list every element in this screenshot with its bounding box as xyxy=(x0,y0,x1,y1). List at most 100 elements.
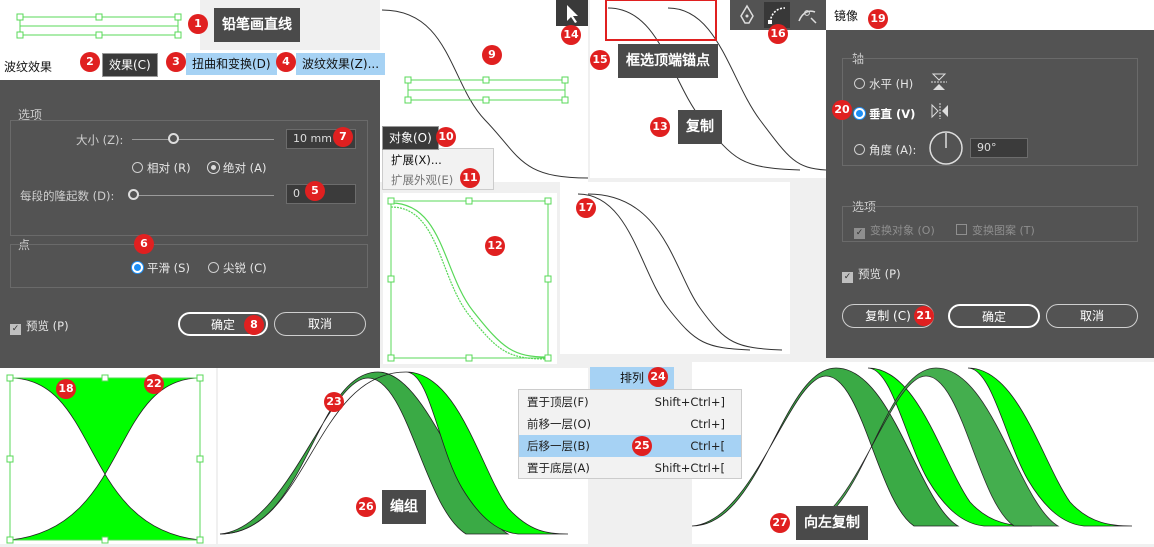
menu-item-expand[interactable]: 扩展(X)... xyxy=(391,153,442,167)
step-badge-9: 9 xyxy=(482,45,502,65)
ok-button[interactable]: 确定 xyxy=(178,312,268,336)
radio-icon xyxy=(132,162,143,173)
arrow-icon xyxy=(567,5,578,23)
anchor-icon xyxy=(798,10,817,24)
step-badge-12: 12 xyxy=(485,236,505,256)
step-badge-19: 19 xyxy=(868,9,888,29)
preview-label: 预览 (P) xyxy=(26,319,69,333)
curvature-icon xyxy=(768,7,786,24)
radio-icon xyxy=(854,144,865,155)
menu-item-bring-forward[interactable]: 前移一层(O)Ctrl+] xyxy=(519,413,741,435)
reflect-dialog-title: 镜像 xyxy=(834,9,859,23)
axis-header: 轴 xyxy=(852,52,865,66)
hump-art xyxy=(219,371,569,535)
callout-copy-left: 向左复制 xyxy=(796,506,868,540)
check-icon: ✓ xyxy=(854,228,865,239)
radio-selected-icon xyxy=(854,108,865,119)
step-badge-22: 22 xyxy=(144,374,164,394)
corner-label: 尖锐 (C) xyxy=(223,261,267,275)
menu-item-expand-appearance[interactable]: 扩展外观(E) xyxy=(391,173,454,187)
check-icon: ✓ xyxy=(10,324,21,335)
menu-distort-transform[interactable]: 扭曲和变换(D) xyxy=(186,53,277,75)
reflect-options-group xyxy=(842,206,1138,242)
menu-effect[interactable]: 效果(C) xyxy=(102,53,158,77)
anchor-tool[interactable] xyxy=(794,2,820,28)
reflect-horizontal-icon xyxy=(931,73,947,90)
step-badge-23: 23 xyxy=(324,392,344,412)
curvature-tool[interactable] xyxy=(764,2,790,28)
size-slider-track[interactable] xyxy=(132,139,274,140)
step-badge-2: 2 xyxy=(80,52,100,72)
menu-object[interactable]: 对象(O) xyxy=(382,126,439,150)
reflect-preview-label: 预览 (P) xyxy=(858,267,901,281)
menu-item-shortcut: Shift+Ctrl+] xyxy=(654,395,725,409)
step-badge-26: 26 xyxy=(356,497,376,517)
vertical-label: 垂直 (V) xyxy=(869,107,916,121)
absolute-radio[interactable]: 绝对 (A) xyxy=(208,160,267,176)
vertical-radio[interactable]: 垂直 (V) xyxy=(854,106,915,122)
selection-tool[interactable] xyxy=(556,0,588,26)
transform-objects-checkbox[interactable]: ✓变换对象 (O) xyxy=(854,222,935,239)
step-badge-10: 10 xyxy=(436,127,456,147)
menu-item-send-to-back[interactable]: 置于底层(A) Shift+Ctrl+[ xyxy=(519,457,741,479)
ribbon-repeat-art xyxy=(691,367,1133,527)
menu-zigzag[interactable]: 波纹效果(Z)... xyxy=(296,53,386,75)
pen-tool[interactable] xyxy=(734,2,760,28)
wave-preview-art xyxy=(381,9,589,179)
points-group xyxy=(10,244,368,288)
step-badge-13: 13 xyxy=(650,117,670,137)
expanded-path-art xyxy=(387,197,552,362)
menu-item-label: 置于顶层(F) xyxy=(527,395,589,409)
panel-expanded-path xyxy=(383,193,557,364)
menu-item-send-backward[interactable]: 后移一层(B)Ctrl+[ xyxy=(519,435,741,457)
smooth-label: 平滑 (S) xyxy=(147,261,190,275)
ridges-slider-knob[interactable] xyxy=(128,189,139,200)
size-slider-knob[interactable] xyxy=(168,133,179,144)
preview-checkbox[interactable]: ✓ 预览 (P) xyxy=(10,318,69,335)
transform-patterns-label: 变换图案 (T) xyxy=(972,224,1035,237)
zigzag-dialog-title: 波纹效果 xyxy=(4,60,53,74)
step-badge-1: 1 xyxy=(188,14,208,34)
cancel-button[interactable]: 取消 xyxy=(274,312,366,336)
callout-copy: 复制 xyxy=(678,110,722,144)
angle-dial-icon[interactable] xyxy=(928,130,964,166)
step-badge-20: 20 xyxy=(832,100,852,120)
corner-radio[interactable]: 尖锐 (C) xyxy=(208,260,267,276)
menu-item-bring-to-front[interactable]: 置于顶层(F) Shift+Ctrl+] xyxy=(519,391,741,413)
callout-select-top-anchor: 框选顶端锚点 xyxy=(618,44,718,78)
size-label: 大小 (Z): xyxy=(76,133,124,147)
transform-patterns-checkbox[interactable]: 变换图案 (T) xyxy=(956,222,1035,238)
angle-label: 角度 (A): xyxy=(869,143,917,157)
panel-two-curves xyxy=(560,182,790,354)
relative-radio[interactable]: 相对 (R) xyxy=(132,160,191,176)
reflect-options-header: 选项 xyxy=(852,200,877,214)
reflect-preview-checkbox[interactable]: ✓预览 (P) xyxy=(842,266,901,283)
angle-input[interactable]: 90° xyxy=(970,138,1028,158)
menu-item-label: 后移一层(B) xyxy=(527,439,590,453)
horizontal-radio[interactable]: 水平 (H) xyxy=(854,76,913,92)
options-group xyxy=(10,120,368,236)
reflect-vertical-icon xyxy=(931,103,948,119)
reflect-ok-button[interactable]: 确定 xyxy=(948,304,1040,328)
points-header: 点 xyxy=(18,238,31,252)
step-badge-4: 4 xyxy=(276,52,296,72)
panel-x-shape xyxy=(0,368,216,544)
pen-icon xyxy=(740,4,754,24)
step-badge-25: 25 xyxy=(632,436,652,456)
reflect-cancel-button[interactable]: 取消 xyxy=(1046,304,1138,328)
pencil-line-art xyxy=(16,13,182,39)
menu-item-label: 置于底层(A) xyxy=(527,461,590,475)
smooth-radio[interactable]: 平滑 (S) xyxy=(132,260,190,276)
step-badge-24: 24 xyxy=(648,367,668,387)
radio-selected-icon xyxy=(208,162,219,173)
step-badge-6: 6 xyxy=(134,234,154,254)
step-badge-14: 14 xyxy=(561,25,581,45)
callout-group: 编组 xyxy=(382,490,426,524)
reflect-dialog: 轴 水平 (H) 垂直 (V) 角度 (A): 90° 选项 ✓变换对象 (O)… xyxy=(826,30,1154,358)
arrange-menu-dropdown: 置于顶层(F) Shift+Ctrl+] 前移一层(O)Ctrl+] 后移一层(B… xyxy=(518,389,742,479)
ridges-slider-track[interactable] xyxy=(132,195,274,196)
panel-ribbon-repeat xyxy=(691,362,1154,544)
step-badge-21: 21 xyxy=(914,306,934,326)
angle-radio[interactable]: 角度 (A): xyxy=(854,142,916,158)
menu-item-shortcut: Shift+Ctrl+[ xyxy=(654,461,725,475)
